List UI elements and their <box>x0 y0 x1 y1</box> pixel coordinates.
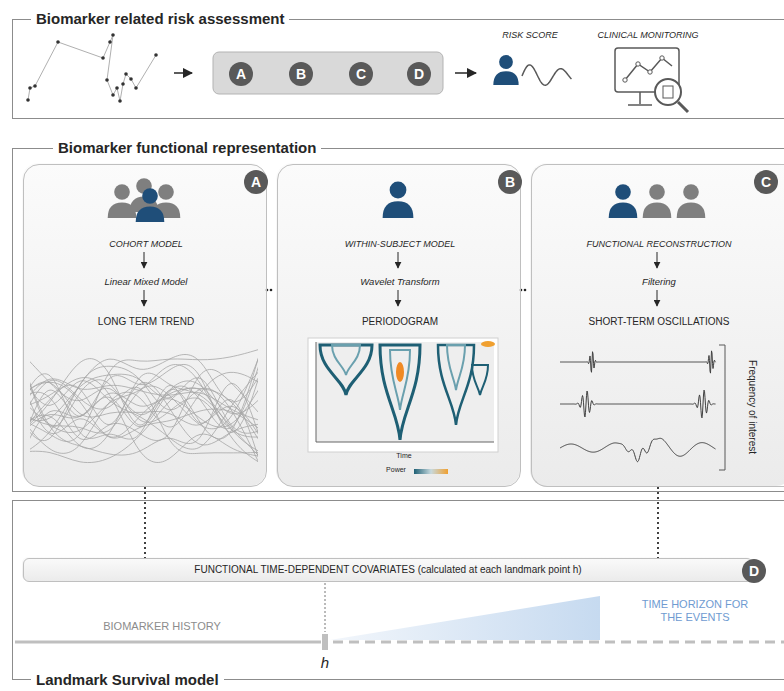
flow-arrow <box>144 252 145 268</box>
label-text: h <box>321 654 329 672</box>
panel-heading: Landmark Survival model <box>31 671 224 689</box>
data-point <box>28 86 32 90</box>
label-text: RISK SCORE <box>502 30 558 41</box>
data-point <box>124 72 128 76</box>
trend-curves <box>30 348 258 465</box>
badge-letter: C <box>349 62 373 86</box>
box-fill <box>530 163 784 486</box>
data-point <box>118 99 122 103</box>
box-text: FUNCTIONAL TIME-DEPENDENT COVARIATES (ca… <box>24 559 752 581</box>
step-badge: A <box>244 170 268 194</box>
section-panel: Landmark Survival modelFUNCTIONAL TIME-D… <box>12 500 784 680</box>
box-text: PERIODOGRAM <box>278 315 522 329</box>
step-badge: C <box>349 62 373 86</box>
monitor-icon <box>615 48 688 112</box>
person-icon <box>383 182 414 218</box>
person-icon <box>609 184 638 218</box>
periodogram <box>308 338 498 474</box>
badge-letter: D <box>742 559 766 583</box>
label-text: TIME HORIZON FOR THE EVENTS <box>635 598 755 624</box>
box-text: SHORT-TERM OSCILLATIONS <box>532 315 784 329</box>
step-badge: B <box>289 62 313 86</box>
dot <box>270 289 273 292</box>
person-icon <box>643 184 672 218</box>
data-point <box>108 40 112 44</box>
panel-heading: Biomarker functional representation <box>53 139 321 157</box>
badge-letter: B <box>289 62 313 86</box>
step-badge: B <box>498 170 522 194</box>
data-point <box>154 53 158 57</box>
badge-letter: A <box>229 62 253 86</box>
label-text: CLINICAL MONITORING <box>597 30 698 41</box>
badge-letter: A <box>244 170 268 194</box>
person-icon <box>493 55 518 85</box>
person-icon <box>677 184 706 218</box>
data-point <box>115 86 119 90</box>
box-text: Wavelet Transform <box>278 275 522 289</box>
box-text: Linear Mixed Model <box>24 275 268 289</box>
model-box: FUNCTIONAL RECONSTRUCTION FilteringSHORT-… <box>531 164 784 487</box>
flow-arrow <box>455 72 476 74</box>
risk-wave <box>522 65 572 85</box>
box-text: FUNCTIONAL RECONSTRUCTION <box>532 237 784 251</box>
step-badge: A <box>229 62 253 86</box>
covariate-bar: FUNCTIONAL TIME-DEPENDENT COVARIATES (ca… <box>23 558 753 582</box>
badge-letter: B <box>498 170 522 194</box>
badge-letter: C <box>754 170 778 194</box>
data-point <box>121 82 125 86</box>
box-text: LONG TERM TREND <box>24 315 268 329</box>
box-text: WITHIN-SUBJECT MODEL <box>278 237 522 251</box>
data-point <box>101 56 105 60</box>
flow-arrow <box>657 252 658 268</box>
dot <box>524 289 527 292</box>
data-point <box>134 86 138 90</box>
bar-fill <box>22 557 752 581</box>
person-icon <box>136 188 165 222</box>
panel-heading: Biomarker related risk assessment <box>31 10 289 28</box>
step-badge: C <box>754 170 778 194</box>
box-text: COHORT MODEL <box>24 237 268 251</box>
flow-arrow <box>398 252 399 268</box>
group-box <box>213 52 443 94</box>
data-point <box>129 77 133 81</box>
flow-arrow <box>657 290 658 306</box>
box-text: Filtering <box>532 275 784 289</box>
model-box: WITHIN-SUBJECT MODEL Wavelet TransformPER… <box>277 164 521 487</box>
label-text: Frequency of interest <box>746 360 758 454</box>
badge-letter: D <box>407 62 431 86</box>
biomarker-trace <box>28 35 156 101</box>
data-point <box>26 98 30 102</box>
label-text: Time <box>396 452 411 460</box>
flow-arrow <box>174 72 192 74</box>
label-text: BIOMARKER HISTORY <box>103 620 221 633</box>
dotted-connector <box>657 487 659 558</box>
data-point <box>105 78 109 82</box>
data-point <box>111 33 115 37</box>
timeline <box>15 583 784 650</box>
label-text: Power <box>386 466 406 474</box>
section-panel: Biomarker functional representationCOHOR… <box>12 148 784 492</box>
step-badge: D <box>742 559 766 583</box>
model-box: COHORT MODEL Linear Mixed ModelLONG TERM … <box>23 164 267 487</box>
step-badge: D <box>407 62 431 86</box>
flow-arrow <box>398 290 399 306</box>
person-icon <box>108 184 137 218</box>
data-point <box>56 40 60 44</box>
flow-arrow <box>144 290 145 306</box>
data-point <box>33 84 37 88</box>
dotted-connector <box>144 487 146 558</box>
data-point <box>111 93 115 97</box>
oscillation-traces <box>560 345 725 470</box>
